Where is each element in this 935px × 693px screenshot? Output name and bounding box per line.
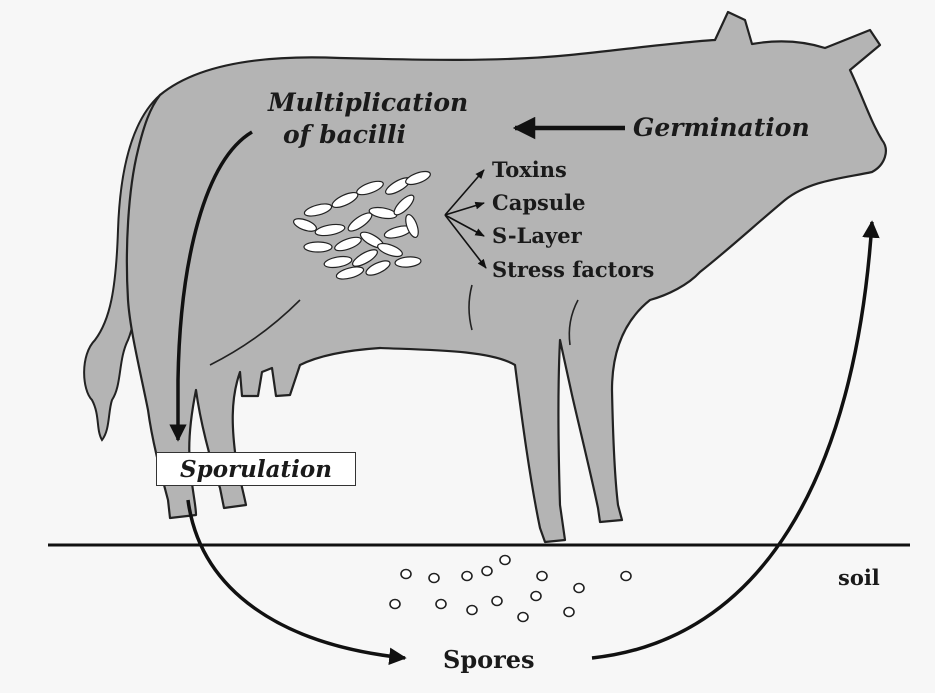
spore xyxy=(518,613,528,622)
label-multiplication-line2: of bacilli xyxy=(283,120,406,149)
spore xyxy=(467,606,477,615)
label-spores: Spores xyxy=(443,645,535,674)
spore xyxy=(500,556,510,565)
spore xyxy=(482,567,492,576)
sporulation-box: Sporulation xyxy=(156,452,356,486)
spore xyxy=(531,592,541,601)
spore xyxy=(492,597,502,606)
label-sporulation: Sporulation xyxy=(180,456,332,483)
sporulation-to-spores-arrow xyxy=(188,500,405,658)
spore xyxy=(564,608,574,617)
label-s-layer: S-Layer xyxy=(492,223,583,248)
spore xyxy=(621,572,631,581)
label-toxins: Toxins xyxy=(492,157,567,182)
spore xyxy=(462,572,472,581)
label-capsule: Capsule xyxy=(492,190,585,215)
bacillus xyxy=(304,242,332,252)
spores-in-soil xyxy=(390,556,631,622)
label-germination: Germination xyxy=(633,113,810,142)
spore xyxy=(537,572,547,581)
label-multiplication-line1: Multiplication xyxy=(267,88,468,117)
label-soil: soil xyxy=(838,565,880,590)
spore xyxy=(574,584,584,593)
spore xyxy=(429,574,439,583)
spore xyxy=(436,600,446,609)
spore xyxy=(401,570,411,579)
label-stress-factors: Stress factors xyxy=(492,257,654,282)
spore xyxy=(390,600,400,609)
